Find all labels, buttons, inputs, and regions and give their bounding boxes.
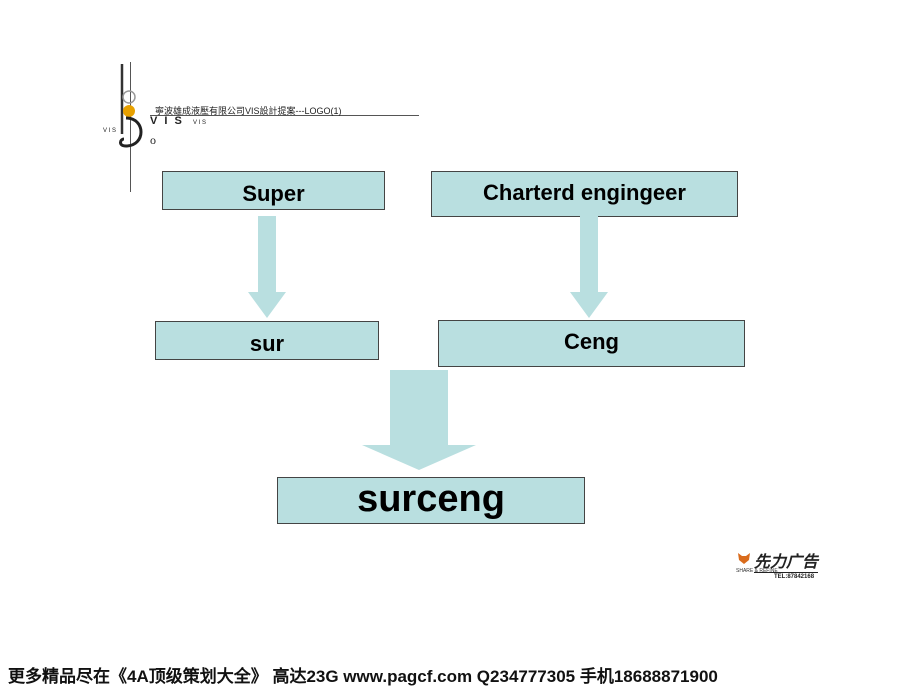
box-sur-label: sur bbox=[249, 330, 285, 356]
logo-wordmark: V I S bbox=[150, 115, 184, 127]
logo-small-right: V I S bbox=[193, 120, 207, 126]
box-result: surceng bbox=[277, 477, 585, 524]
brand-fox-icon bbox=[738, 553, 750, 564]
brand-name: 先力广告 bbox=[754, 548, 819, 573]
company-caption: 寧波雄成液壓有限公司VIS設計提案---LOGO(1) bbox=[155, 106, 342, 116]
brand-sub: SHARE & REFINE bbox=[736, 568, 778, 574]
box-chartered-label: Charterd engingeer bbox=[483, 180, 686, 205]
logo-mark-icon: o bbox=[119, 64, 156, 148]
logo-vertical-line bbox=[130, 62, 131, 192]
arrow-super-to-sur bbox=[248, 216, 286, 318]
box-result-label: surceng bbox=[357, 478, 505, 520]
logo-small-left: V I S bbox=[103, 128, 117, 134]
footer-banner: 更多精品尽在《4A顶级策划大全》 高达23G www.pagcf.com Q23… bbox=[8, 667, 718, 686]
box-ceng: Ceng bbox=[438, 320, 745, 367]
brand-badge: 先力广告 SHARE & REFINE TEL:87842168 bbox=[736, 548, 831, 584]
box-super-label: Super bbox=[242, 180, 305, 206]
logo-horizontal-line bbox=[150, 115, 419, 116]
arrow-to-result bbox=[362, 370, 476, 470]
box-chartered: Charterd engingeer bbox=[431, 171, 738, 217]
box-sur: sur bbox=[155, 321, 379, 360]
arrow-chartered-to-ceng bbox=[570, 216, 608, 318]
box-super: Super bbox=[162, 171, 385, 210]
svg-text:o: o bbox=[150, 133, 156, 147]
box-ceng-label: Ceng bbox=[564, 328, 619, 354]
brand-tel: TEL:87842168 bbox=[774, 574, 815, 580]
